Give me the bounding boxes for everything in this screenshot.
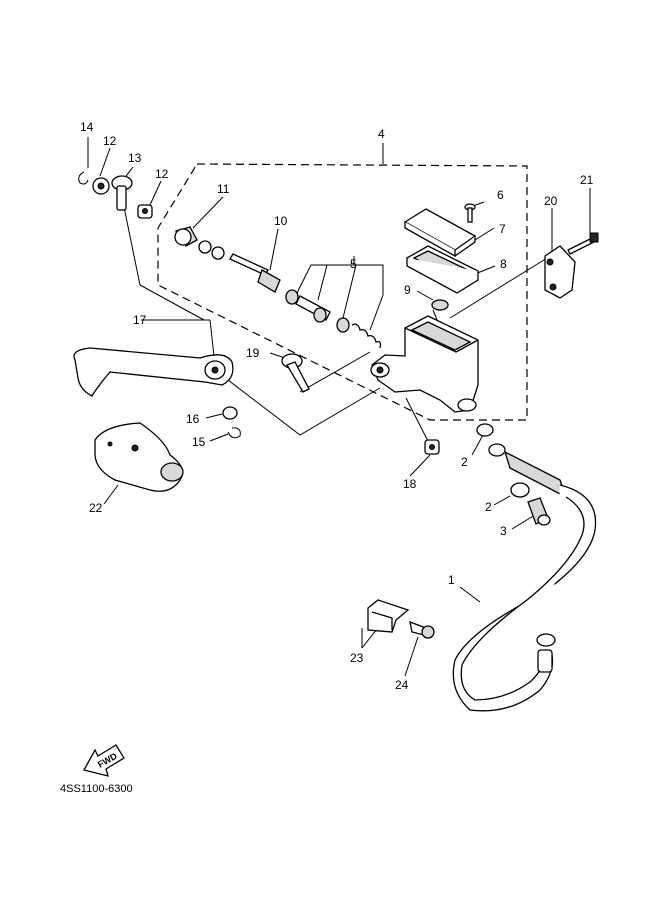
- callout-3: 3: [500, 524, 507, 538]
- callout-1: 1: [448, 573, 455, 587]
- washer-part-16: [222, 406, 238, 420]
- push-rod-part-10: [229, 253, 281, 293]
- callout-numbers: 14 12 13 12 11 10 4 5 6 7 8 9 20 21 17 1…: [80, 120, 594, 692]
- lever-part-17: [73, 347, 234, 397]
- bolt-part-21: [567, 232, 599, 255]
- callout-6: 6: [497, 188, 504, 202]
- callout-2b: 2: [485, 500, 492, 514]
- callout-19: 19: [246, 346, 260, 360]
- callout-18: 18: [403, 477, 417, 491]
- boot-part-11: [174, 226, 225, 260]
- callout-23: 23: [350, 651, 364, 665]
- callout-9: 9: [404, 283, 411, 297]
- callout-17: 17: [133, 313, 147, 327]
- leader-lines: [87, 137, 591, 677]
- callout-11: 11: [217, 182, 230, 196]
- callout-15: 15: [192, 435, 206, 449]
- nut-part-18: [424, 439, 440, 455]
- washer-part-2: [476, 423, 494, 437]
- clip-part-15: [227, 427, 241, 439]
- pivot-bolt-part-19: [281, 353, 310, 393]
- hose-guide-part-23: [367, 599, 410, 633]
- callout-20: 20: [544, 194, 558, 208]
- circlip-part-14: [78, 171, 89, 185]
- nut-part-12: [92, 177, 110, 195]
- bolt-part-24: [409, 620, 435, 639]
- callout-13: 13: [128, 151, 142, 165]
- washer-part-2b: [510, 482, 530, 498]
- forward-arrow-icon: FWD: [83, 744, 125, 777]
- callout-10: 10: [274, 214, 288, 228]
- nut-part-12b: [137, 204, 153, 219]
- master-cylinder-body: [370, 315, 479, 413]
- screw-part-6: [464, 203, 476, 223]
- callout-16: 16: [186, 412, 200, 426]
- callout-5: 5: [350, 257, 357, 271]
- callout-14: 14: [80, 120, 94, 134]
- hose-part-1: [452, 443, 597, 712]
- lever-cover-part-22: [94, 422, 184, 492]
- diagram-code: 4SS1100-6300: [60, 783, 133, 795]
- float-part-9: [431, 299, 449, 311]
- callout-2a: 2: [461, 455, 468, 469]
- callout-7: 7: [499, 222, 506, 236]
- diaphragm-part-8: [405, 245, 480, 294]
- reservoir-cap-part-7: [403, 208, 477, 258]
- clamp-part-20: [544, 245, 576, 299]
- callout-24: 24: [395, 678, 409, 692]
- piston-kit-part-5: [285, 289, 382, 349]
- assembly-outline: [157, 163, 528, 421]
- pivot-bolt-part-13: [111, 175, 133, 211]
- callout-4: 4: [378, 127, 385, 141]
- callout-8: 8: [500, 257, 507, 271]
- callout-21: 21: [580, 173, 594, 187]
- callout-12b: 12: [155, 167, 169, 181]
- callout-12: 12: [103, 134, 117, 148]
- callout-22: 22: [89, 501, 103, 515]
- union-bolt-part-3: [527, 497, 551, 526]
